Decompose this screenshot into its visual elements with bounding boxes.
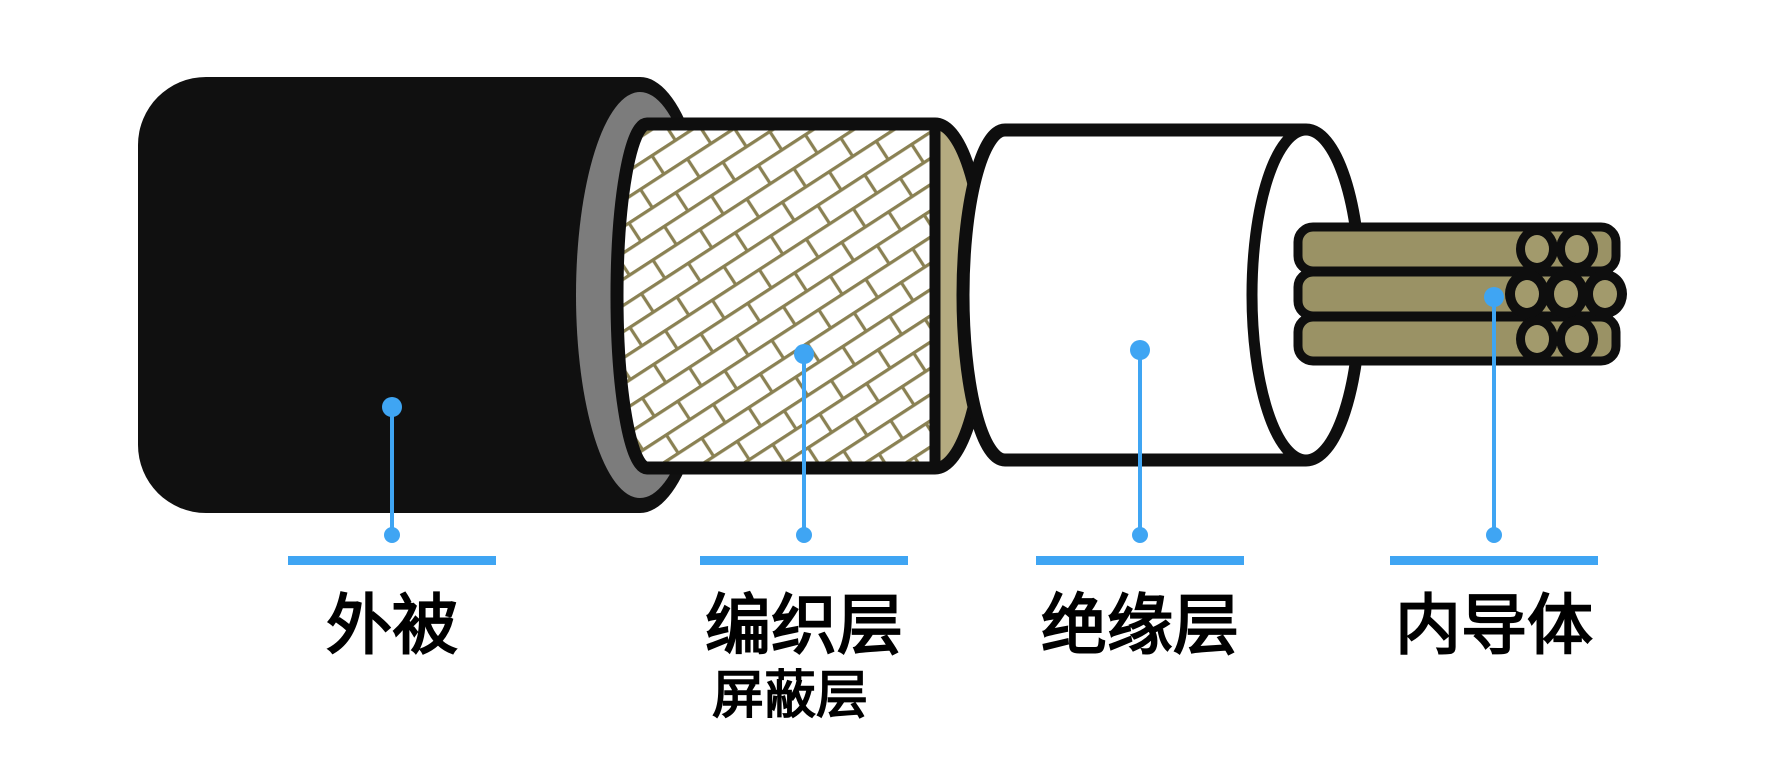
strand-end-core	[1525, 325, 1549, 353]
callout-dot-top	[382, 397, 402, 417]
callout-dot-bottom	[796, 527, 812, 543]
strand-end-core	[1565, 325, 1589, 353]
braid-layer	[610, 117, 992, 475]
callout-conductor: 内导体	[1390, 287, 1598, 664]
label-underline	[1036, 556, 1244, 565]
callout-dot-bottom	[1486, 527, 1502, 543]
conductor-strand-ends	[1505, 226, 1627, 362]
callout-dot-bottom	[384, 527, 400, 543]
strand-end-core	[1554, 280, 1578, 308]
strand-end-core	[1565, 235, 1589, 263]
label-underline	[700, 556, 908, 565]
callout-dot-top	[1130, 340, 1150, 360]
label-insulation: 绝缘层	[1041, 587, 1239, 664]
inner-conductor	[1293, 222, 1627, 366]
strand-end-core	[1515, 280, 1539, 308]
callout-dot-top	[1484, 287, 1504, 307]
strand-end-core	[1525, 235, 1549, 263]
callout-jacket: 外被	[288, 397, 496, 664]
label-underline	[288, 556, 496, 565]
callout-braid: 编织层 屏蔽层	[700, 344, 908, 726]
label-conductor: 内导体	[1395, 587, 1593, 664]
callout-dot-bottom	[1132, 527, 1148, 543]
label-underline	[1390, 556, 1598, 565]
callout-insulation: 绝缘层	[1036, 340, 1244, 664]
label-jacket: 外被	[326, 587, 458, 664]
outer-jacket-body	[138, 77, 715, 513]
callout-dot-top	[794, 344, 814, 364]
label-braid: 编织层	[705, 587, 903, 664]
strand-end-core	[1593, 280, 1617, 308]
label-braid-sub: 屏蔽层	[712, 666, 868, 726]
